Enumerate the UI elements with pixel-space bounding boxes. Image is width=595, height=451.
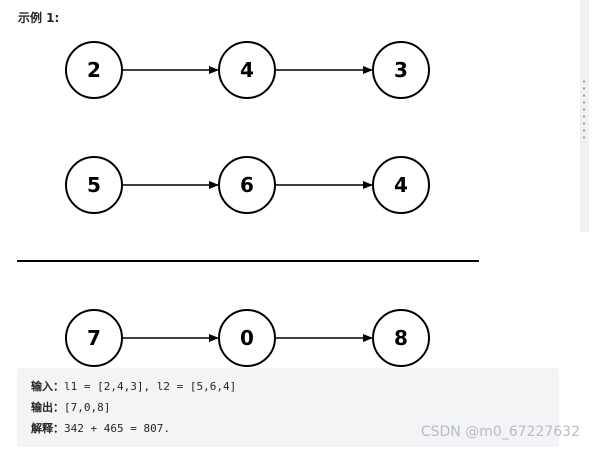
output-line: 输出：[7,0,8] (31, 399, 110, 415)
input-line: 输入：l1 = [2,4,3], l2 = [5,6,4] (31, 378, 236, 394)
input-value: l1 = [2,4,3], l2 = [5,6,4] (64, 380, 237, 393)
list-node-value: 0 (240, 326, 254, 350)
list-node: 0 (218, 309, 276, 367)
list-node-value: 5 (87, 173, 101, 197)
list-node-value: 7 (87, 326, 101, 350)
linked-list-row: 7 0 8 (65, 309, 430, 367)
list-node: 4 (372, 156, 430, 214)
explanation-line: 解释：342 + 465 = 807. (31, 420, 170, 436)
list-node: 4 (218, 41, 276, 99)
list-node: 3 (372, 41, 430, 99)
output-value: [7,0,8] (64, 401, 111, 414)
csdn-watermark: CSDN @m0_67227632 (420, 424, 580, 440)
input-label: 输入： (31, 380, 64, 393)
list-node: 7 (65, 309, 123, 367)
example-code-block: 输入：l1 = [2,4,3], l2 = [5,6,4] 输出：[7,0,8]… (17, 368, 559, 447)
explanation-value: 342 + 465 = 807. (64, 422, 170, 435)
scrollbar-grip-icon[interactable] (582, 78, 586, 140)
list-node-value: 3 (394, 58, 408, 82)
explanation-label: 解释： (31, 422, 64, 435)
list-node: 2 (65, 41, 123, 99)
linked-list-row: 2 4 3 (65, 41, 430, 99)
list-node: 8 (372, 309, 430, 367)
linked-list-row: 5 6 4 (65, 156, 430, 214)
list-node: 6 (218, 156, 276, 214)
output-label: 输出： (31, 401, 64, 414)
list-node-value: 2 (87, 58, 101, 82)
list-node: 5 (65, 156, 123, 214)
list-node-value: 4 (394, 173, 408, 197)
list-node-value: 4 (240, 58, 254, 82)
list-node-value: 8 (394, 326, 408, 350)
list-node-value: 6 (240, 173, 254, 197)
example-title: 示例 1: (18, 11, 60, 25)
